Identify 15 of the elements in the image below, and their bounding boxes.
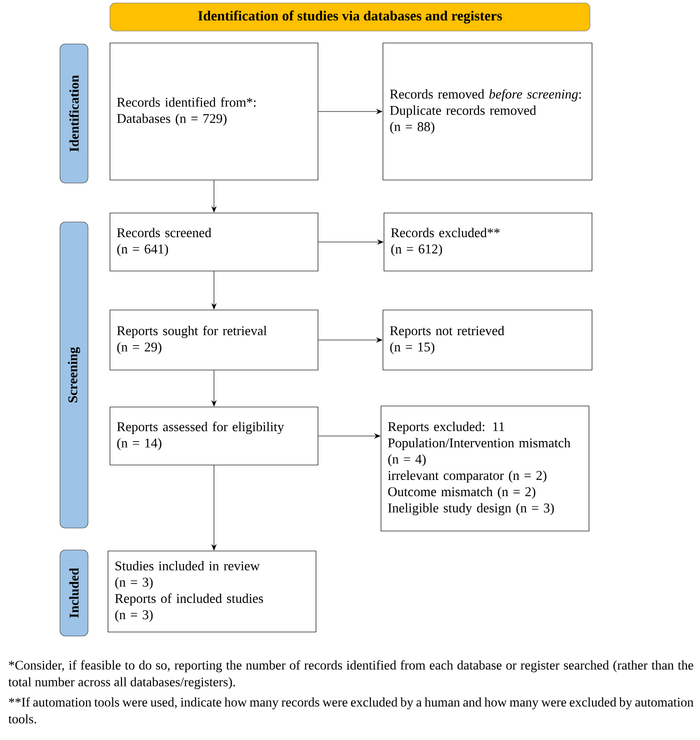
phase-label: Included [60, 550, 88, 636]
process-box: Records screened (n = 641) [110, 212, 318, 272]
process-box: Reports not retrieved (n = 15) [382, 310, 592, 370]
phase-label: Screening [60, 222, 88, 528]
process-box: Studies included in review (n = 3) Reports of included studies (n = 3) [108, 550, 316, 632]
process-box: Records identified from*: Databases (n = 729) [110, 42, 318, 180]
process-box: Reports sought for retrieval (n = 29) [110, 310, 318, 370]
process-box: Records excluded** (n = 612) [384, 212, 592, 272]
process-box: Reports assessed for eligibility (n = 14) [110, 406, 318, 466]
process-box: Reports excluded: 11 Population/Intervention mismatch (n = 4) irrelevant comparator (n = 2) Outcome mismatch (n = 2) Ineligible study design (n = 3) [380, 406, 590, 532]
footnote: **If automation tools were used, indicate how many records were excluded by a human and how many were excluded by automation tools. [8, 697, 694, 724]
header-band: Identification of studies via databases and registers [110, 2, 590, 32]
phase-label: Identification [60, 44, 88, 184]
process-box: Records removed before screening: Duplicate records removed (n = 88) [382, 42, 592, 180]
footnote: *Consider, if feasible to do so, reporting the number of records identified from each database or register searched (rather than the total number across all databases/registers). [8, 660, 694, 690]
